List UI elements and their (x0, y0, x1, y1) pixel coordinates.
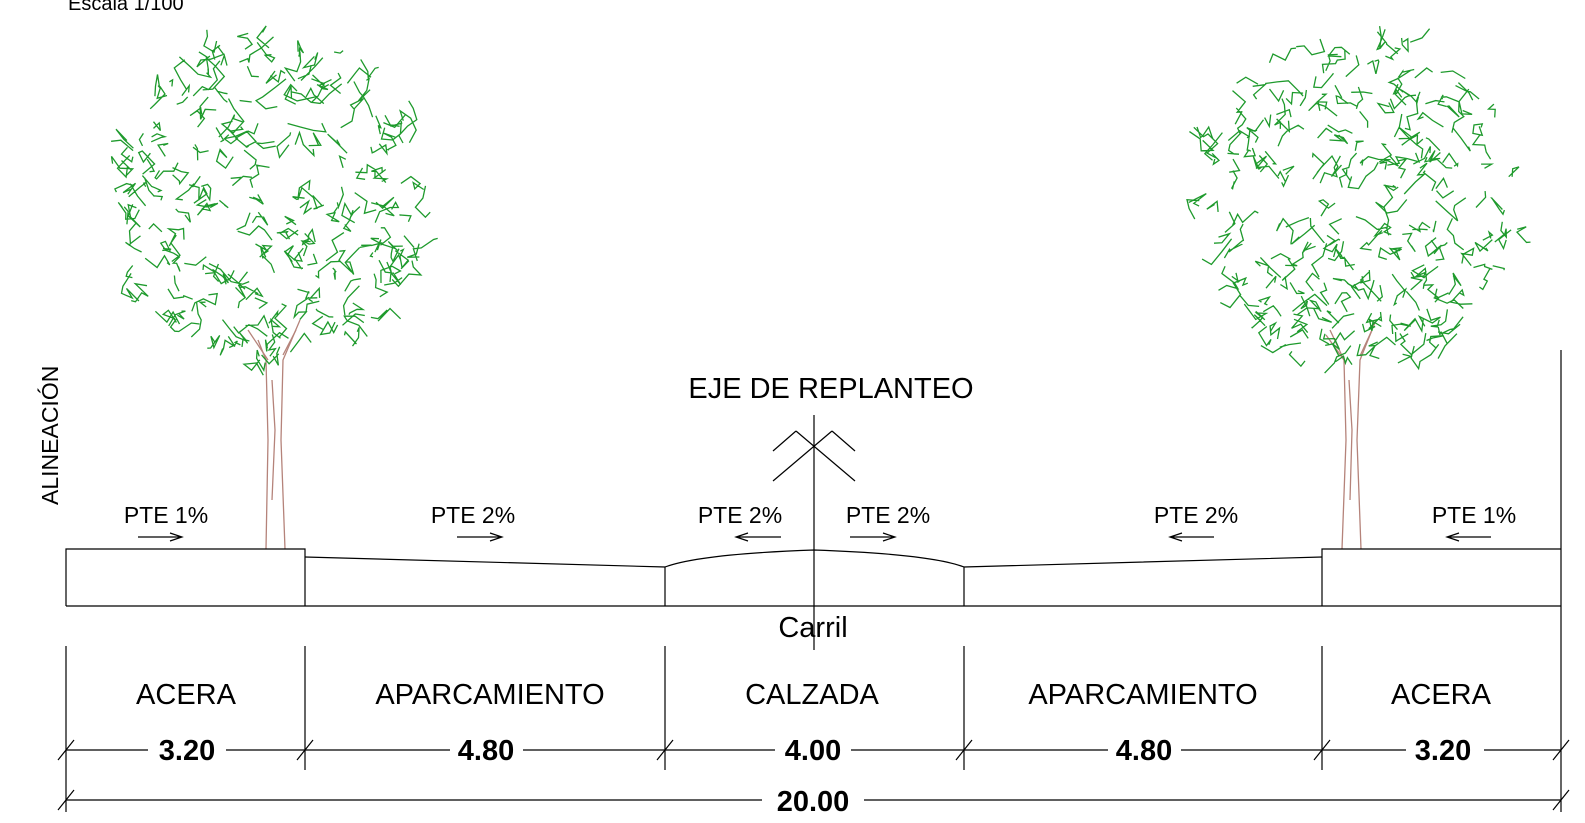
tree-right-foliage (1186, 25, 1531, 374)
partial-dimension-line (57, 739, 1570, 761)
foliage-scribbles (1186, 25, 1531, 374)
tree-right (1186, 25, 1531, 550)
dimension-value: 4.00 (785, 735, 841, 767)
zone-separators (65, 646, 1323, 812)
dimension-value: 3.20 (1415, 735, 1471, 767)
slope-label: PTE 2% (698, 502, 782, 528)
slope-1: PTE 1% (124, 502, 208, 542)
slope-arrow-right (457, 532, 504, 542)
dimension-value: 3.20 (159, 735, 215, 767)
tree-left (110, 25, 438, 550)
alineacion-label: ALINEACIÓN (37, 366, 63, 505)
total-dimension-value: 20.00 (777, 786, 850, 818)
road-profile (65, 548, 1561, 607)
slope-arrow-left (1445, 532, 1491, 542)
tree-right-trunk (1325, 319, 1377, 550)
zone-label: APARCAMIENTO (375, 679, 604, 711)
total-dimension-line (57, 789, 1570, 811)
axis-title: EJE DE REPLANTEO (688, 373, 973, 405)
zone-labels: ACERA APARCAMIENTO CALZADA APARCAMIENTO … (136, 679, 1492, 711)
slope-4: PTE 2% (846, 502, 930, 542)
zone-label: APARCAMIENTO (1028, 679, 1257, 711)
partial-dimensions: 3.20 4.80 4.00 4.80 3.20 (159, 735, 1471, 767)
slope-label: PTE 2% (1154, 502, 1238, 528)
slope-3: PTE 2% (698, 502, 782, 542)
slope-2: PTE 2% (431, 502, 515, 542)
slope-arrow-left (734, 532, 781, 542)
slope-label: PTE 1% (124, 502, 208, 528)
slope-labels: PTE 1% PTE 2% PTE 2% PTE 2% PTE 2% PTE 1… (124, 502, 1516, 542)
slope-label: PTE 1% (1432, 502, 1516, 528)
dimension-value: 4.80 (458, 735, 514, 767)
axis-marker (772, 415, 856, 650)
slope-arrow-left (1168, 532, 1214, 542)
scale-note: Escala 1/100 (68, 0, 184, 15)
foliage-scribbles (110, 25, 438, 376)
slope-label: PTE 2% (846, 502, 930, 528)
tree-left-foliage (110, 25, 438, 376)
zone-label: CALZADA (745, 679, 879, 711)
dimension-value: 4.80 (1116, 735, 1172, 767)
slope-label: PTE 2% (431, 502, 515, 528)
slope-5: PTE 2% (1154, 502, 1238, 542)
zone-label: ACERA (136, 679, 237, 711)
slope-arrow-right (850, 532, 897, 542)
slope-6: PTE 1% (1432, 502, 1516, 542)
axis-sublabel: Carril (778, 612, 847, 644)
slope-arrow-right (138, 532, 184, 542)
tree-left-trunk (247, 319, 301, 550)
zone-label: ACERA (1391, 679, 1492, 711)
